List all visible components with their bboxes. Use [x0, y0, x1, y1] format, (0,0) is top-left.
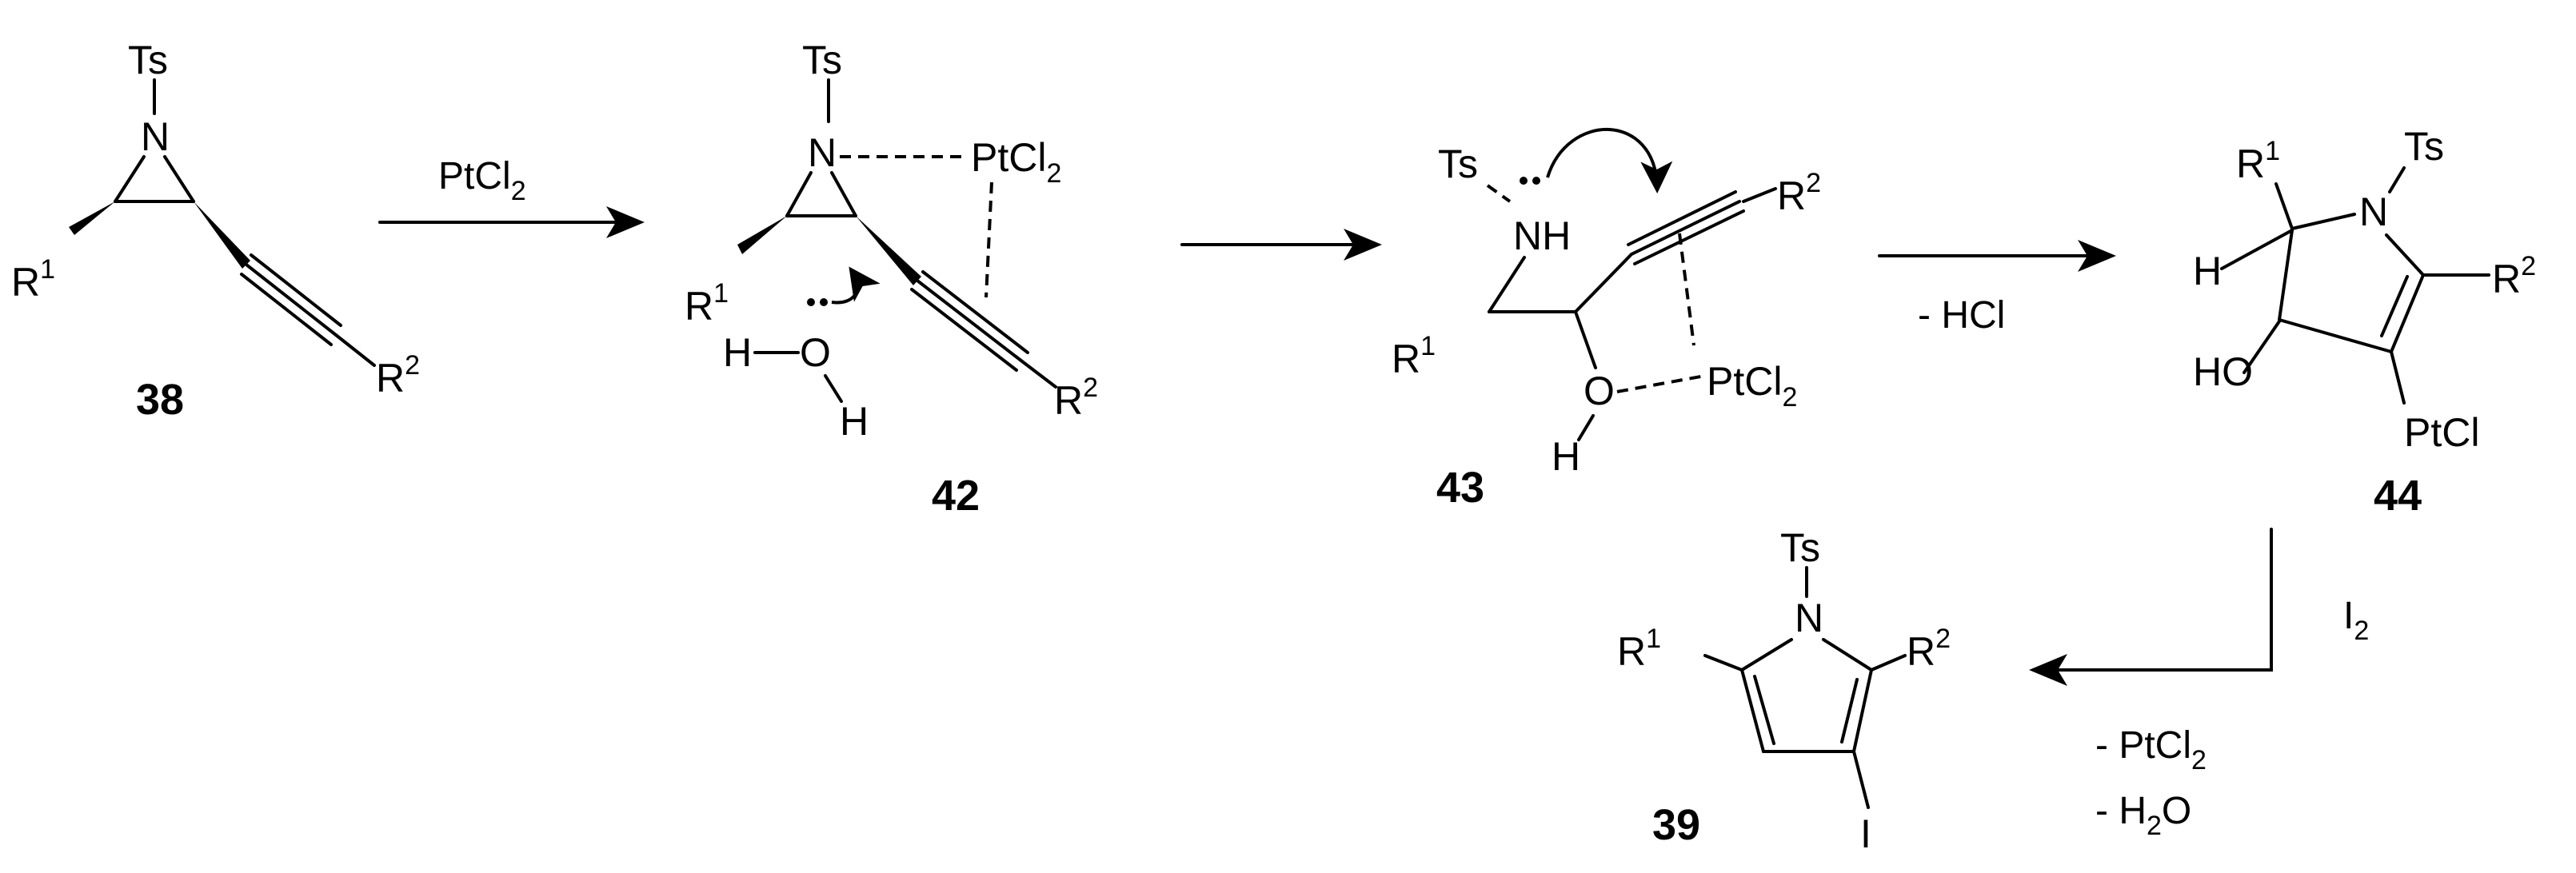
reaction-arrow-3: - HCl [1878, 240, 2116, 337]
nh-group: NH [1513, 213, 1571, 258]
ts-group: Ts [128, 38, 168, 82]
reaction-arrow-4: I2 - PtCl2 - H2O [2029, 528, 2369, 841]
compound-38: Ts N R1 R2 38 [11, 38, 420, 424]
compound-label-44: 44 [2374, 472, 2422, 520]
nitrogen-atom: N [1795, 596, 1823, 640]
ts-group: Ts [1780, 525, 1820, 570]
r2-substituent: R2 [1777, 168, 1821, 218]
compound-42: Ts N PtCl2 R1 R2 H O H 42 [685, 38, 1098, 520]
hydrogen-atom: H [840, 399, 869, 444]
nitrogen-atom: N [808, 130, 837, 175]
hydrogen-atom: H [723, 330, 752, 375]
r2-substituent: R2 [1907, 624, 1951, 674]
hydrogen-atom: H [1552, 434, 1580, 479]
byproduct-hcl: - HCl [1918, 294, 2005, 337]
compound-label-38: 38 [136, 376, 184, 424]
nitrogen-atom: N [2359, 189, 2388, 234]
r1-substituent: R1 [1617, 624, 1661, 674]
byproduct-ptcl2: - PtCl2 [2095, 724, 2207, 775]
ptcl2-complex: PtCl2 [971, 135, 1061, 189]
byproduct-h2o: - H2O [2095, 790, 2191, 841]
r2-substituent: R2 [1054, 373, 1098, 423]
iodine-atom: I [1860, 811, 1871, 856]
r1-substituent: R1 [1392, 331, 1436, 381]
ptcl-group: PtCl [2404, 410, 2479, 455]
ptcl2-complex: PtCl2 [1707, 359, 1797, 413]
ts-group: Ts [802, 38, 842, 82]
oxygen-atom: O [1584, 369, 1615, 413]
r1-substituent: R1 [2236, 136, 2280, 186]
oxygen-atom: O [800, 330, 831, 375]
ts-group: Ts [1438, 142, 1478, 186]
compound-label-39: 39 [1652, 801, 1700, 849]
reagent-i2: I2 [2343, 595, 2369, 646]
r2-substituent: R2 [2492, 251, 2536, 301]
reaction-arrow-1: PtCl2 [378, 155, 645, 238]
reagent-ptcl2: PtCl2 [438, 155, 526, 206]
r1-substituent: R1 [11, 254, 55, 305]
hydrogen-atom: H [2193, 249, 2222, 293]
compound-label-43: 43 [1436, 464, 1484, 512]
ts-group: Ts [2404, 124, 2444, 169]
r2-substituent: R2 [376, 350, 420, 401]
compound-44: R1 Ts N H R2 HO PtCl 44 [2193, 124, 2536, 520]
compound-43: Ts NH R2 R1 O PtCl2 H 43 [1392, 128, 1821, 512]
nitrogen-atom: N [141, 114, 170, 159]
compound-39: Ts N R1 R2 I 39 [1617, 525, 1951, 856]
compound-label-42: 42 [932, 472, 980, 520]
r1-substituent: R1 [685, 278, 729, 329]
